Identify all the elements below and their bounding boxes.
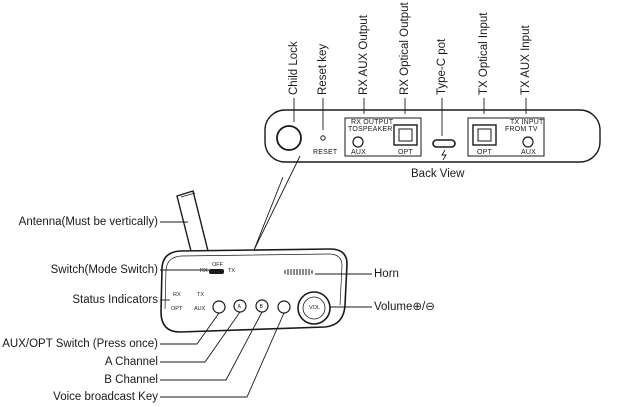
tx-opt-text: OPT xyxy=(477,149,492,156)
reset-text: RESET xyxy=(313,149,338,156)
from-tv-text: FROM TV xyxy=(505,126,538,133)
label-tx-optical-input: TX Optical Input xyxy=(478,12,490,95)
label-child-lock: Child Lock xyxy=(288,41,300,95)
callout-a-channel: A Channel xyxy=(104,356,158,368)
callout-auxopt-switch: AUX/OPT Switch (Press once) xyxy=(2,338,158,350)
power-glyph xyxy=(441,149,447,161)
switch-tx-text: TX xyxy=(228,268,236,274)
tx-indicator-text: TX xyxy=(197,292,205,298)
tx-input-box xyxy=(467,117,545,157)
svg-text:B: B xyxy=(260,304,264,310)
opt-indicator-text: OPT xyxy=(171,306,183,312)
aux-indicator-text: AUX xyxy=(194,306,206,312)
label-rx-optical-output: RX Optical Output xyxy=(399,2,411,95)
rx-output-text: RX OUTPUT xyxy=(351,119,394,126)
callout-b-channel: B Channel xyxy=(104,374,158,386)
auxopt-button xyxy=(212,300,226,314)
rx-indicator-text: RX xyxy=(173,292,181,298)
antenna xyxy=(176,190,210,260)
label-rx-aux-output: RX AUX Output xyxy=(358,15,370,95)
vol-text: VOL xyxy=(309,305,321,311)
horn-grille xyxy=(284,269,313,275)
mode-switch xyxy=(209,269,224,274)
reset-hole xyxy=(320,135,326,141)
tx-aux-text: AUX xyxy=(521,149,536,156)
rx-opt-text: OPT xyxy=(398,149,413,156)
callout-volume: Volume⊕/⊖ xyxy=(374,301,435,313)
type-c-port xyxy=(432,139,456,148)
svg-text:A: A xyxy=(238,304,242,310)
callout-horn: Horn xyxy=(374,268,399,280)
switch-off-text: OFF xyxy=(212,262,223,268)
back-view-pointer xyxy=(253,155,301,251)
callout-switch: Switch(Mode Switch) xyxy=(50,264,158,276)
rx-aux-jack xyxy=(352,136,364,148)
tx-optical-port xyxy=(472,124,497,146)
rx-optical-port xyxy=(393,124,418,146)
back-panel xyxy=(264,109,601,163)
tx-input-text: TX INPUT xyxy=(510,119,544,126)
rx-output-box xyxy=(344,117,422,157)
voice-key-button xyxy=(277,300,291,314)
tx-aux-jack xyxy=(522,136,534,148)
callout-antenna: Antenna(Must be vertically) xyxy=(18,216,158,228)
label-type-c-pot: Type-C pot xyxy=(436,38,448,95)
label-reset-key: Reset key xyxy=(317,43,329,95)
tospeaker-text: TOSPEAKER xyxy=(348,126,393,133)
callout-voice-broadcast-key: Voice broadcast Key xyxy=(53,391,158,403)
switch-rx-text: RX xyxy=(200,268,208,274)
rx-aux-text: AUX xyxy=(351,149,366,156)
label-tx-aux-input: TX AUX Input xyxy=(520,25,532,95)
child-lock-button xyxy=(276,125,302,151)
callout-status-indicators: Status Indicators xyxy=(72,294,158,306)
back-view-caption: Back View xyxy=(411,168,465,180)
